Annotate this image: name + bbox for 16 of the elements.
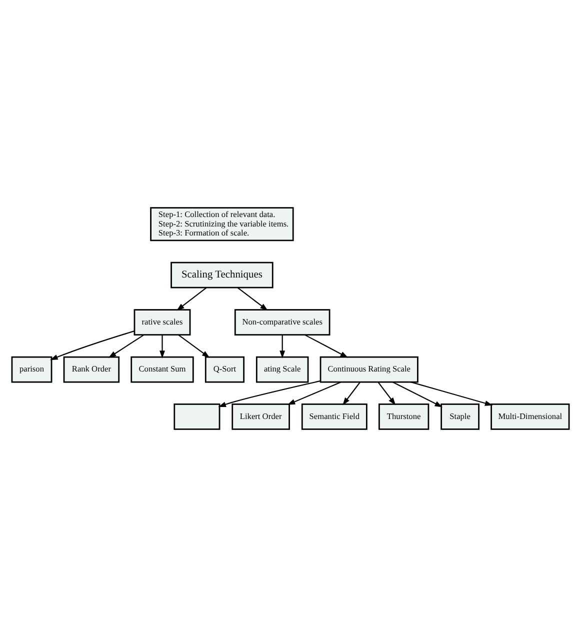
arrow	[287, 381, 342, 404]
node-box	[174, 403, 220, 430]
arrow	[304, 334, 348, 358]
arrow	[50, 330, 135, 360]
node-box: Scaling Techniques	[170, 261, 274, 288]
arrow	[178, 334, 210, 358]
arrow	[237, 286, 268, 310]
arrow	[392, 381, 443, 407]
arrow	[218, 380, 321, 406]
arrow	[176, 286, 207, 310]
arrow	[410, 381, 493, 406]
arrow	[280, 334, 286, 358]
arrow	[342, 381, 360, 405]
arrow	[108, 334, 144, 358]
arrow	[378, 381, 396, 405]
arrow	[160, 334, 165, 358]
